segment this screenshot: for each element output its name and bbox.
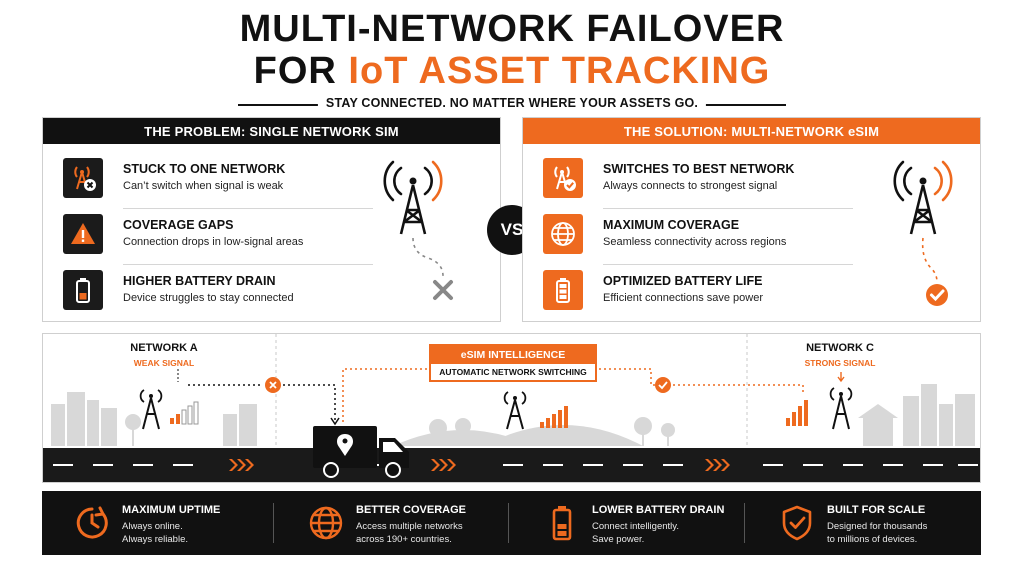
solution-heading: THE SOLUTION: MULTI-NETWORK eSIM bbox=[523, 118, 980, 144]
shield-check-icon bbox=[782, 505, 812, 541]
item-desc: Connection drops in low-signal areas bbox=[123, 236, 304, 248]
title-line-1: MULTI-NETWORK FAILOVER bbox=[239, 8, 785, 50]
battery-icon bbox=[552, 506, 572, 541]
item-desc: Always connects to strongest signal bbox=[603, 180, 778, 192]
benefit-battery: LOWER BATTERY DRAIN Connect intelligentl… bbox=[512, 491, 746, 555]
tower-x-icon bbox=[63, 158, 103, 198]
problem-panel: THE PROBLEM: SINGLE NETWORK SIM STUCK TO… bbox=[42, 117, 501, 322]
tower-check-icon bbox=[543, 158, 583, 198]
title-prefix: FOR bbox=[253, 50, 349, 92]
divider bbox=[603, 208, 853, 209]
item-desc: Seamless connectivity across regions bbox=[603, 236, 787, 248]
tagline: STAY CONNECTED. NO MATTER WHERE YOUR ASS… bbox=[317, 96, 707, 110]
title-line-2: FOR IoT ASSET TRACKING bbox=[0, 52, 1024, 90]
globe-icon bbox=[543, 214, 583, 254]
item-title: SWITCHES TO BEST NETWORK bbox=[603, 162, 795, 176]
benefit-coverage: BETTER COVERAGE Access multiple networks… bbox=[276, 491, 510, 555]
solution-panel: THE SOLUTION: MULTI-NETWORK eSIM SWITCHE… bbox=[522, 117, 981, 322]
clock-icon bbox=[76, 506, 108, 539]
item-title: OPTIMIZED BATTERY LIFE bbox=[603, 274, 763, 288]
item-title: MAXIMUM COVERAGE bbox=[603, 218, 740, 232]
benefit-line-2: Save power. bbox=[592, 534, 645, 545]
benefit-line-1: Designed for thousands bbox=[827, 521, 928, 532]
truck-illustration bbox=[313, 426, 409, 478]
divider bbox=[123, 264, 373, 265]
problem-heading: THE PROBLEM: SINGLE NETWORK SIM bbox=[43, 118, 500, 144]
problem-item-battery: HIGHER BATTERY DRAIN Device struggles to… bbox=[63, 270, 373, 316]
strong-tower-illustration bbox=[893, 160, 953, 306]
scene-illustration bbox=[43, 334, 980, 482]
benefit-title: LOWER BATTERY DRAIN bbox=[592, 504, 725, 516]
globe-icon bbox=[309, 506, 343, 540]
weak-tower-illustration bbox=[383, 160, 453, 300]
footer-divider bbox=[508, 503, 509, 543]
benefit-scale: BUILT FOR SCALE Designed for thousands t… bbox=[747, 491, 981, 555]
esim-intelligence-box: eSIM INTELLIGENCE AUTOMATIC NETWORK SWIT… bbox=[429, 344, 597, 382]
benefits-footer: MAXIMUM UPTIME Always online. Always rel… bbox=[42, 491, 981, 555]
benefit-line-2: across 190+ countries. bbox=[356, 534, 452, 545]
item-desc: Can’t switch when signal is weak bbox=[123, 180, 284, 192]
problem-item-stuck: STUCK TO ONE NETWORK Can’t switch when s… bbox=[63, 158, 373, 209]
network-c-label: NETWORK C bbox=[806, 342, 874, 354]
item-desc: Device struggles to stay connected bbox=[123, 292, 294, 304]
item-desc: Efficient connections save power bbox=[603, 292, 763, 304]
problem-item-coverage: COVERAGE GAPS Connection drops in low-si… bbox=[63, 214, 373, 265]
benefit-line-2: Always reliable. bbox=[122, 534, 188, 545]
divider bbox=[603, 264, 853, 265]
footer-divider bbox=[744, 503, 745, 543]
divider bbox=[123, 208, 373, 209]
solution-item-coverage: MAXIMUM COVERAGE Seamless connectivity a… bbox=[543, 214, 853, 265]
benefit-title: MAXIMUM UPTIME bbox=[122, 504, 221, 516]
item-title: COVERAGE GAPS bbox=[123, 218, 234, 232]
battery-low-icon bbox=[63, 270, 103, 310]
benefit-title: BUILT FOR SCALE bbox=[827, 504, 926, 516]
benefit-line-1: Access multiple networks bbox=[356, 521, 463, 532]
item-title: HIGHER BATTERY DRAIN bbox=[123, 274, 276, 288]
network-c-signal: STRONG SIGNAL bbox=[804, 358, 876, 368]
esim-tower bbox=[503, 391, 568, 430]
benefit-uptime: MAXIMUM UPTIME Always online. Always rel… bbox=[42, 491, 276, 555]
benefit-line-1: Connect intelligently. bbox=[592, 521, 679, 532]
network-a-signal: WEAK SIGNAL bbox=[133, 358, 195, 368]
solution-item-battery: OPTIMIZED BATTERY LIFE Efficient connect… bbox=[543, 270, 853, 316]
network-switching-scene: NETWORK A WEAK SIGNAL eSIM INTELLIGENCE … bbox=[42, 333, 981, 483]
tagline-bar: STAY CONNECTED. NO MATTER WHERE YOUR ASS… bbox=[238, 96, 786, 112]
warning-icon bbox=[63, 214, 103, 254]
benefit-line-2: to millions of devices. bbox=[827, 534, 918, 545]
footer-divider bbox=[273, 503, 274, 543]
battery-full-icon bbox=[543, 270, 583, 310]
esim-subtitle: AUTOMATIC NETWORK SWITCHING bbox=[439, 367, 587, 377]
title-accent: IoT ASSET TRACKING bbox=[348, 50, 771, 92]
benefit-title: BETTER COVERAGE bbox=[356, 504, 467, 516]
network-a-label: NETWORK A bbox=[130, 342, 198, 354]
solution-item-switch: SWITCHES TO BEST NETWORK Always connects… bbox=[543, 158, 853, 209]
network-c-tower bbox=[786, 372, 853, 430]
item-title: STUCK TO ONE NETWORK bbox=[123, 162, 286, 176]
esim-title: eSIM INTELLIGENCE bbox=[431, 346, 595, 364]
network-a-tower bbox=[139, 389, 163, 430]
weak-signal-bars bbox=[170, 401, 199, 425]
benefit-line-1: Always online. bbox=[122, 521, 183, 532]
